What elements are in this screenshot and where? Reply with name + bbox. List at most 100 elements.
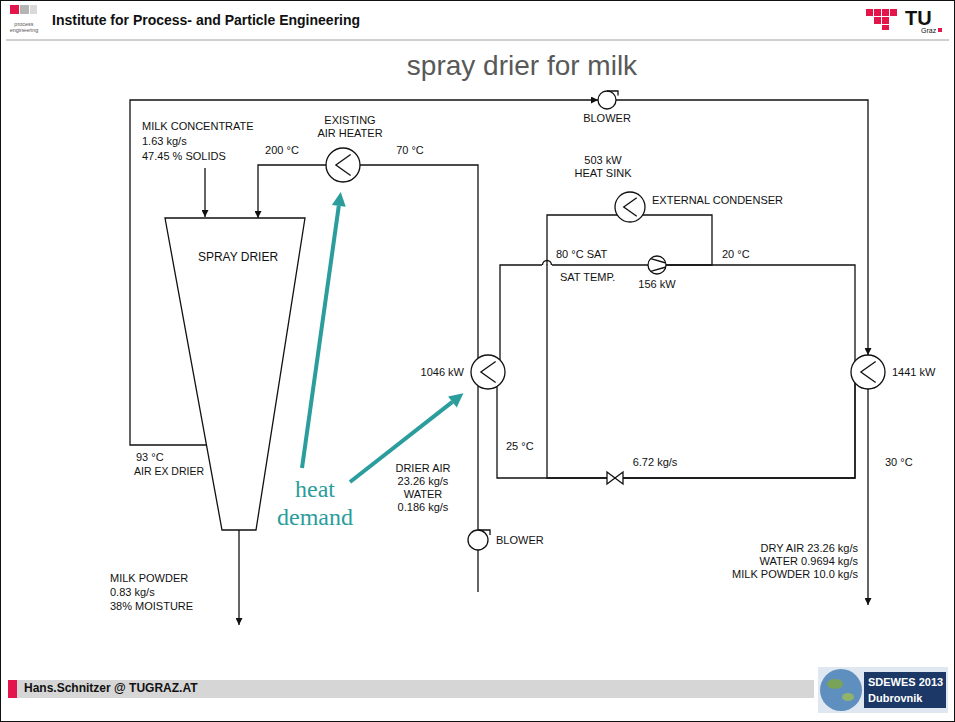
- stream-label: MILK CONCENTRATE: [142, 120, 254, 133]
- pipe-line: [497, 383, 855, 478]
- equipment-label: BLOWER: [583, 112, 631, 125]
- stream-label: 23.26 kg/s: [398, 475, 449, 488]
- header-rule: [6, 40, 949, 41]
- logo-square: [882, 9, 889, 16]
- equipment-label: EXTERNAL CONDENSER: [652, 194, 783, 207]
- symbol-circle: [648, 256, 666, 274]
- stream-label: MILK POWDER 10.0 kg/s: [732, 568, 858, 581]
- valve-symbol: [607, 472, 623, 484]
- temperature-label: 25 °C: [506, 440, 534, 453]
- stream-label: 0.186 kg/s: [398, 501, 449, 514]
- logo-square: [874, 17, 881, 24]
- pipe-line: [258, 165, 326, 218]
- conference-place: Dubrovnik: [868, 692, 922, 705]
- connector-group: [130, 100, 868, 530]
- compressor-lines: [651, 259, 665, 272]
- symbol-circle: [851, 355, 885, 389]
- process-streams: [205, 168, 868, 625]
- stream-label: 0.83 kg/s: [110, 586, 155, 599]
- external-condenser: 503 kW HEAT SINKEXTERNAL CONDENSER: [615, 192, 645, 222]
- temperature-label: 30 °C: [885, 456, 913, 469]
- pipe-line: [616, 100, 868, 355]
- duty-label: 156 kW: [638, 278, 675, 291]
- drier-outline: [165, 218, 305, 530]
- symbol-circle: [326, 148, 360, 182]
- logo-text: TU: [905, 7, 932, 30]
- stream-label: AIR EX DRIER: [134, 465, 204, 477]
- coil-symbol: [336, 154, 351, 175]
- valve-symbol: [607, 472, 623, 484]
- conference-name: SDEWES 2013: [868, 676, 943, 689]
- logo-square: [30, 5, 37, 14]
- temperature-label: 70 °C: [396, 144, 424, 157]
- blower-symbol: [468, 530, 488, 550]
- coil-symbol: [481, 361, 496, 382]
- logo-square: [20, 5, 29, 14]
- coil-symbol: [861, 361, 876, 382]
- crossing-hump: [543, 261, 552, 266]
- logo-square: [882, 17, 889, 24]
- temperature-label: 20 °C: [722, 248, 750, 261]
- symbol-circle: [468, 530, 488, 550]
- symbol-circle: [615, 192, 645, 222]
- callout-arrow: [302, 206, 339, 468]
- footer-author: Hans.Schnitzer @ TUGRAZ.AT: [24, 682, 198, 696]
- pipe-line: [666, 265, 855, 361]
- blower-outlet: [478, 530, 490, 535]
- globe-land: [842, 693, 854, 701]
- external-condenser: [615, 192, 645, 222]
- logo-text: Graz: [921, 27, 936, 35]
- flow-label: 6.72 kg/s: [633, 456, 678, 469]
- duty-label: 1441 kW: [892, 366, 935, 379]
- symbol-circle: [471, 355, 505, 389]
- air-inlet-line: [477, 550, 478, 592]
- temperature-label: 200 °C: [265, 144, 299, 157]
- callout-arrows: [302, 206, 452, 482]
- temperature-label: SAT TEMP.: [560, 271, 615, 284]
- logo-square: [882, 25, 889, 30]
- exhaust-arrow: [867, 389, 868, 605]
- compressor-symbol: [648, 256, 666, 274]
- equipment-label: EXISTING AIR HEATER: [315, 114, 385, 139]
- equipment-label: SPRAY DRIER: [198, 251, 278, 265]
- symbol-circle: [598, 91, 616, 109]
- stream-label: 1.63 kg/s: [142, 135, 187, 148]
- compressor-symbol: 156 kW: [648, 256, 666, 274]
- logo-square: [866, 9, 873, 16]
- logo-square: [10, 5, 19, 14]
- institute-logo: [10, 5, 37, 14]
- pipe-line: [500, 265, 648, 360]
- stream-label: DRIER AIR: [395, 462, 450, 475]
- blower-symbol: BLOWER: [468, 530, 488, 550]
- stream-label: MILK POWDER: [110, 572, 188, 585]
- feed-arrow: [204, 168, 205, 217]
- heat-exchanger: 1046 kW: [471, 355, 505, 389]
- logo-panel: [864, 672, 946, 708]
- equipment-label: BLOWER: [496, 534, 544, 547]
- spray-drier: SPRAY DRIER: [165, 218, 305, 530]
- heat-exchanger: [851, 355, 885, 389]
- blower-outlet: [607, 91, 618, 96]
- pipe-line: [360, 165, 478, 358]
- footer-accent: [8, 680, 17, 698]
- pipe-line: [547, 215, 855, 478]
- logo-ground: [818, 667, 948, 713]
- blower-symbol: BLOWER: [598, 91, 616, 109]
- temperature-label: 80 °C SAT: [556, 248, 607, 261]
- heat-exchanger: [471, 355, 505, 389]
- temperature-label: 93 °C: [136, 451, 164, 464]
- stream-label: 38% MOISTURE: [110, 600, 193, 613]
- air-heater: EXISTING AIR HEATER: [326, 148, 360, 182]
- slide-title: spray drier for milk: [407, 50, 637, 82]
- spray-drier: [165, 218, 305, 530]
- stream-label: 47.45 % SOLIDS: [142, 150, 226, 163]
- logo-text: process engineering: [8, 21, 40, 34]
- logo-dot: [938, 28, 942, 32]
- stream-label: DRY AIR 23.26 kg/s: [761, 542, 858, 555]
- duty-label: 1046 kW: [421, 366, 464, 379]
- line-crossing: [542, 261, 552, 266]
- logo-square: [890, 9, 897, 16]
- pipe-line: [477, 386, 478, 530]
